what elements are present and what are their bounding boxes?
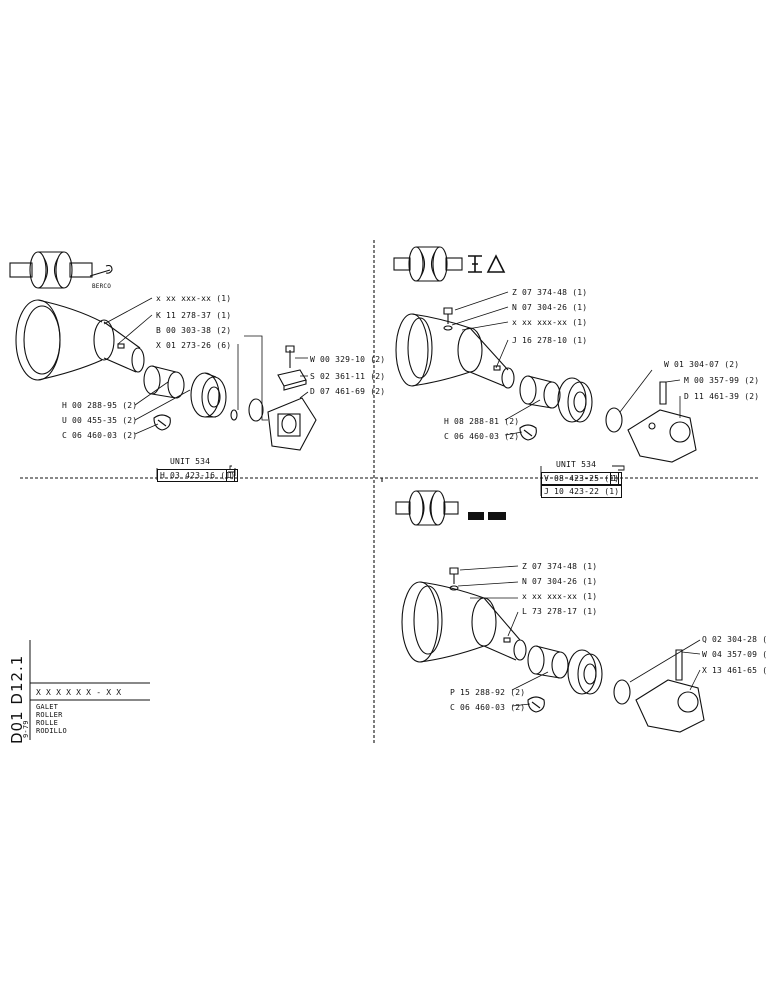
part-label: P 15 288-92 (2) [450,688,526,697]
unit-label: UNIT 534 [170,457,211,466]
panel-b-bolt [443,307,453,331]
part-label: C 06 460-03 (2) [62,431,138,440]
part-label: M 00 357-99 (2) [684,376,760,385]
unit-part-box: V 08 423-25 (1) [541,472,623,485]
part-label: Z 07 374-48 (1) [522,562,598,571]
panel-a-pin [230,409,238,421]
unit-part-box: J 10 423-22 (1) [541,485,623,498]
panel-b-leaders [451,291,681,436]
unit-part-box: H 03 423-16 (1) [157,469,239,482]
unit-count-box: 1 [610,472,620,485]
part-names: GALET ROLLER ROLLE RODILLO [36,703,67,735]
part-label: X 13 461-65 ( [702,666,768,675]
part-label: W 00 329-10 (2) [310,355,386,364]
part-name-es: RODILLO [36,727,67,735]
part-label: H 08 288-81 (2) [444,417,520,426]
part-label: D 07 461-69 (2) [310,387,386,396]
panel-c-roller-icon [395,490,459,526]
panel-a-plug [153,414,171,431]
part-name-de: ROLLE [36,719,59,727]
part-label: W 04 357-09 ( [702,650,768,659]
panel-a-roller-icon [9,251,93,289]
part-name-en: ROLLER [36,711,63,719]
part-label: X 01 273-26 (6) [156,341,232,350]
assembly-part-number: X X X X X X - X X [36,688,122,697]
wrench-icon [89,264,113,277]
part-label: N 07 304-26 (1) [522,577,598,586]
part-label: W 01 304-07 (2) [664,360,740,369]
part-label: H 00 288-95 (2) [62,401,138,410]
panel-b-roller-body [395,313,515,389]
part-label: S 02 361-11 (2) [310,372,386,381]
unit-count-box: 1 [226,469,236,482]
panel-a-bushing [143,365,185,399]
part-label: x xx xxx-xx (1) [522,592,598,601]
part-label: C 06 460-03 (2) [450,703,526,712]
part-name-fr: GALET [36,703,59,711]
panel-b-end-cap [627,381,697,463]
panel-b-roller-icon [393,246,463,282]
panel-c-seal [567,649,603,695]
panel-b-seal [557,377,593,423]
panel-c-bushing [527,645,569,679]
panel-c-roller-body [401,581,527,663]
panel-c-bolt [449,567,459,591]
unit-label: UNIT 534 [556,460,597,469]
panel-c-end-cap [635,649,705,733]
part-label: N 07 304-26 (1) [512,303,588,312]
part-label: L 73 278-17 (1) [522,607,598,616]
part-label: x xx xxx-xx (1) [512,318,588,327]
panel-c-oring [613,679,631,705]
panel-b-oring [605,407,623,433]
panel-b-plug [519,424,537,441]
panel-a-roller-body [15,299,145,381]
panel-c-plug [527,696,545,713]
title-block-lines [29,640,150,740]
panel-a-end-cap [267,397,317,451]
part-label: C 06 460-03 (2) [444,432,520,441]
part-label: J 16 278-10 (1) [512,336,588,345]
part-label: Q 02 304-28 ( [702,635,768,644]
panel-c-leaders [457,565,701,707]
part-label: D 11 461-39 (2) [684,392,760,401]
panel-c-symbol [468,512,506,520]
part-label: U 00 455-35 (2) [62,416,138,425]
panel-b-symbol [468,254,506,273]
panel-a-leaders [103,297,309,435]
part-label: Z 07 374-48 (1) [512,288,588,297]
panel-a-seal [190,372,227,418]
revision-date: 9-79 [22,720,30,738]
panel-a-oring [248,398,264,422]
part-label: K 11 278-37 (1) [156,311,232,320]
panel-b-bushing [519,375,561,409]
panel-a-block [277,369,307,391]
brand-logo-text: BERCO [92,283,112,290]
part-label: B 00 303-38 (2) [156,326,232,335]
part-label: x xx xxx-xx (1) [156,294,232,303]
panel-a-bolt [285,345,295,368]
